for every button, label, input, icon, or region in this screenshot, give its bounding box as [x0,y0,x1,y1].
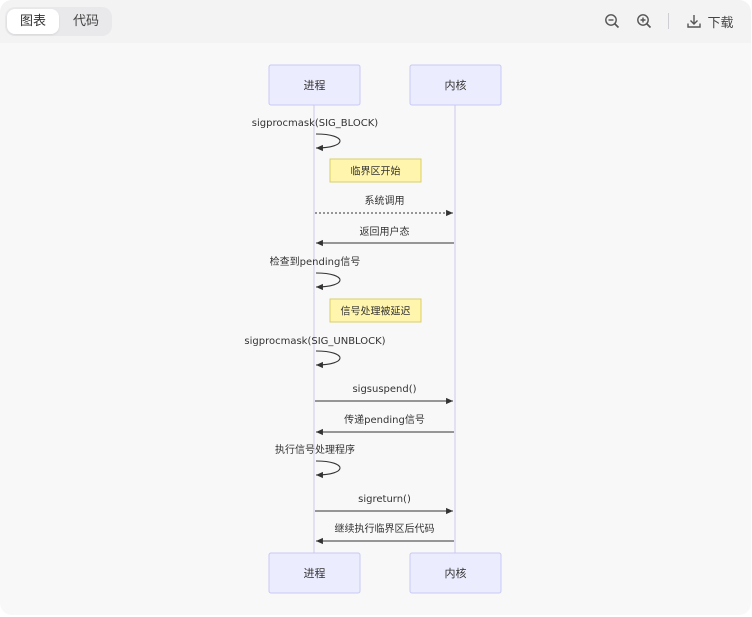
message-label: 返回用户态 [360,225,410,238]
actor-process-top: 进程 [268,64,361,106]
view-tabs: 图表 代码 [5,7,112,36]
message-sigreturn: sigreturn() [315,494,453,515]
message-return-user: 返回用户态 [316,225,454,247]
message-sigprocmask-block: sigprocmask(SIG_BLOCK) [252,118,378,152]
message-label: sigsuspend() [352,384,416,395]
actor-label: 内核 [445,78,467,92]
actor-kernel-top: 内核 [409,64,502,106]
message-sigsuspend: sigsuspend() [315,384,453,405]
zoom-in-icon [637,14,652,29]
message-run-handler: 执行信号处理程序 [275,443,355,479]
sequence-diagram: 进程 内核 sigprocmask(SIG_BLOCK) 临界区开始 系统调用 … [244,64,502,594]
message-label: 继续执行临界区后代码 [335,522,435,535]
zoom-out-icon [605,14,620,29]
download-label: 下载 [707,15,734,31]
message-deliver-pending: 传递pending信号 [316,413,454,436]
actor-kernel-bottom: 内核 [409,552,502,594]
message-continue-critical: 继续执行临界区后代码 [316,522,454,545]
download-button[interactable]: 下载 [685,10,735,32]
download-icon [687,15,702,28]
message-label: sigprocmask(SIG_BLOCK) [252,118,378,129]
message-label: 传递pending信号 [344,413,425,426]
zoom-out-button[interactable] [602,10,622,32]
note-label: 信号处理被延迟 [341,305,411,318]
note-signal-delayed: 信号处理被延迟 [329,298,422,323]
message-check-pending: 检查到pending信号 [270,255,361,291]
actor-label: 内核 [445,566,467,580]
note-critical-start: 临界区开始 [329,158,422,183]
actor-label: 进程 [304,567,326,580]
toolbar-divider [668,13,669,29]
note-label: 临界区开始 [351,165,401,178]
tab-code[interactable]: 代码 [72,14,99,29]
message-label: 检查到pending信号 [270,255,361,268]
actor-label: 进程 [304,79,326,92]
toolbar: 图表 代码 下载 [0,0,751,43]
actor-process-bottom: 进程 [268,552,361,594]
message-sigprocmask-unblock: sigprocmask(SIG_UNBLOCK) [244,336,386,369]
message-label: sigprocmask(SIG_UNBLOCK) [244,336,385,347]
message-label: 系统调用 [365,194,405,207]
message-syscall: 系统调用 [315,194,453,217]
zoom-in-button[interactable] [634,10,654,32]
message-label: sigreturn() [358,494,411,505]
tab-diagram[interactable]: 图表 [7,9,59,34]
message-label: 执行信号处理程序 [275,443,355,456]
